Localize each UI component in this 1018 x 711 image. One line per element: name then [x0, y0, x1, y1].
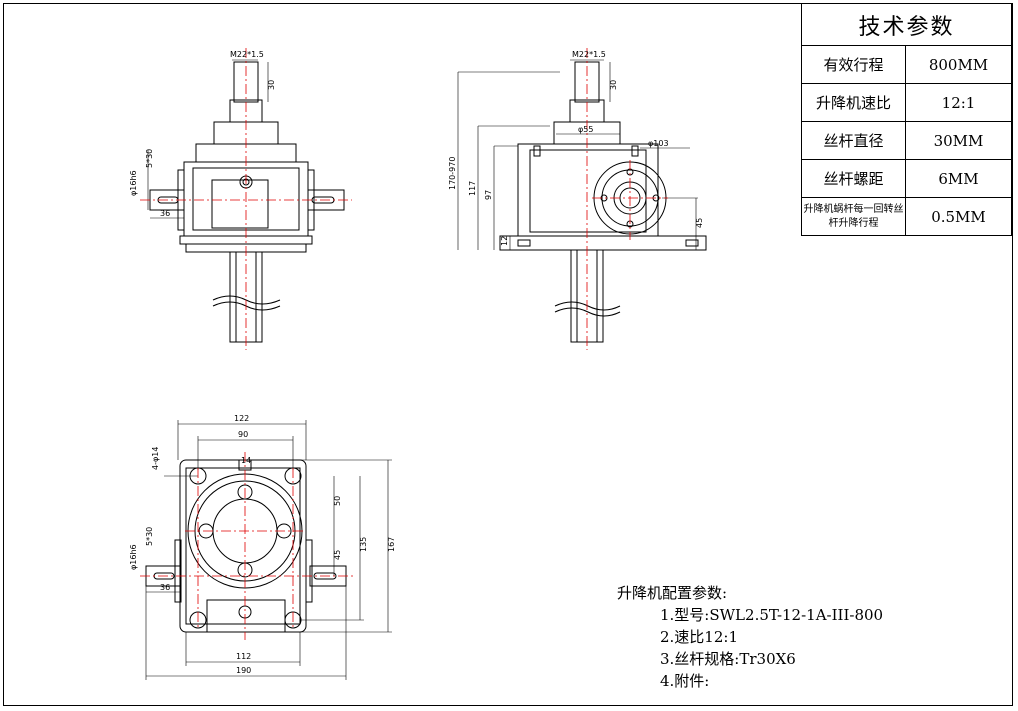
center-lines: [140, 48, 668, 640]
spec-key: 升降机蜗杆每一回转丝杆升降行程: [801, 197, 906, 236]
spec-table-title: 技术参数: [801, 3, 1012, 46]
spec-value: 0.5MM: [905, 197, 1012, 236]
side-h45-label: 45: [695, 218, 704, 228]
top-shaft-len-label: 36: [160, 583, 170, 592]
spec-row: 丝杆直径 30MM: [801, 121, 1012, 160]
side-view: [499, 61, 707, 343]
side-thread-label: M22*1.5: [572, 50, 606, 59]
top-v45-label: 45: [333, 550, 342, 560]
config-notes-title: 升降机配置参数:: [617, 584, 728, 602]
side-h117-label: 117: [468, 181, 477, 196]
side-boss-label: φ55: [578, 125, 593, 134]
side-flange-label: φ103: [648, 139, 669, 148]
dimension-lines: [145, 59, 698, 680]
spec-key: 丝杆螺距: [801, 159, 906, 198]
config-note-item: 1.型号:SWL2.5T-12-1A-III-800: [660, 606, 884, 624]
front-shaft-dia-label: φ16h6: [129, 170, 138, 196]
spec-value: 30MM: [905, 121, 1012, 160]
front-thread-label: M22*1.5: [230, 50, 264, 59]
front-shaft-len-label: 36: [160, 209, 170, 218]
top-v50-label: 50: [333, 496, 342, 506]
top-v135-label: 135: [359, 537, 368, 552]
side-h97-label: 97: [484, 190, 493, 200]
top-w190-label: 190: [236, 666, 251, 675]
spec-key: 有效行程: [801, 45, 906, 84]
side-h12-label: 12: [500, 236, 509, 246]
config-note-item: 3.丝杆规格:Tr30X6: [660, 650, 796, 668]
top-v167-label: 167: [387, 537, 396, 552]
spec-row: 有效行程 800MM: [801, 45, 1012, 84]
spec-value: 6MM: [905, 159, 1012, 198]
spec-value: 800MM: [905, 45, 1012, 84]
spec-row: 丝杆螺距 6MM: [801, 159, 1012, 198]
config-note-item: 4.附件:: [660, 672, 710, 690]
spec-key: 丝杆直径: [801, 121, 906, 160]
top-shaft-dia-label: φ16h6: [129, 544, 138, 570]
spec-row: 升降机速比 12:1: [801, 83, 1012, 122]
top-holes-label: 4-φ14: [151, 447, 160, 470]
side-range-label: 170-970: [448, 157, 457, 190]
dimension-labels: M22*1.5 30 5*30 φ16h6 36 M22*1.5 30 170-…: [129, 50, 704, 675]
top-w90-label: 90: [238, 430, 248, 439]
top-key-label: 5*30: [145, 527, 154, 546]
spec-table: 技术参数 有效行程 800MM 升降机速比 12:1 丝杆直径 30MM 丝杆螺…: [801, 3, 1012, 236]
front-thread-len-label: 30: [267, 80, 276, 90]
spec-row: 升降机蜗杆每一回转丝杆升降行程 0.5MM: [801, 197, 1012, 236]
config-note-item: 2.速比12:1: [660, 628, 738, 646]
top-w112-label: 112: [236, 652, 251, 661]
top-view: [145, 459, 347, 633]
spec-value: 12:1: [905, 83, 1012, 122]
top-key14-label: 14: [241, 456, 251, 465]
spec-key: 升降机速比: [801, 83, 906, 122]
top-w122-label: 122: [234, 414, 249, 423]
side-thread-len-label: 30: [609, 80, 618, 90]
front-key-label: 5*30: [145, 149, 154, 168]
drawing-frame: [3, 3, 1013, 706]
front-view: [149, 61, 345, 343]
config-notes: 升降机配置参数: 1.型号:SWL2.5T-12-1A-III-800 2.速比…: [617, 582, 883, 692]
